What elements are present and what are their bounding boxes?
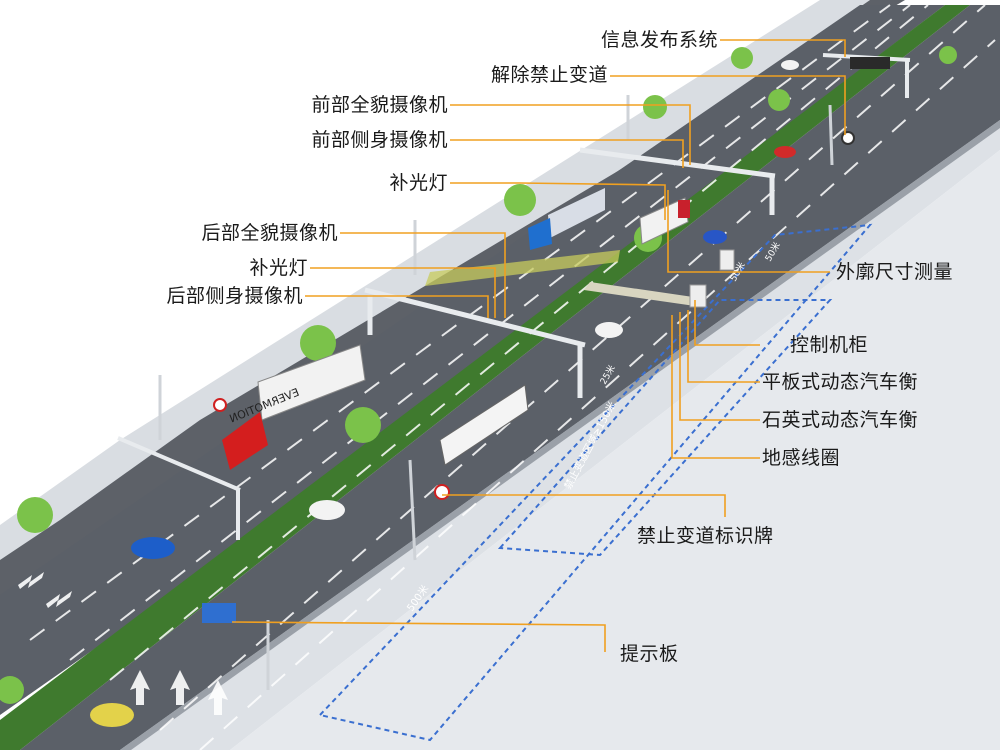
label-front-side-camera: 前部侧身摄像机 xyxy=(311,129,448,151)
trees xyxy=(0,46,957,704)
label-front-full-camera: 前部全貌摄像机 xyxy=(311,94,448,116)
car-yellow xyxy=(90,703,134,727)
sign-no-lane-change xyxy=(434,484,450,500)
info-display xyxy=(850,57,890,69)
scale-plates xyxy=(425,250,620,286)
red-truck xyxy=(222,344,366,470)
cabinet-2 xyxy=(719,249,735,271)
sign-speed xyxy=(213,398,227,412)
right-curb xyxy=(120,120,1000,750)
label-info-release: 信息发布系统 xyxy=(600,29,718,51)
label-lift-restriction: 解除禁止变道 xyxy=(490,64,608,86)
light-poles xyxy=(158,95,834,690)
lane-markings xyxy=(29,4,996,750)
label-rear-side-camera: 后部侧身摄像机 xyxy=(166,285,303,307)
label-fill-light-rear: 补光灯 xyxy=(249,257,308,279)
label-no-lane-change-sign: 禁止变道标识牌 xyxy=(637,525,774,547)
car-white-2 xyxy=(595,322,623,338)
notice-board-sign xyxy=(202,603,236,623)
label-outline-measure: 外廓尺寸测量 xyxy=(836,261,954,283)
car-blue-right xyxy=(703,230,727,244)
label-ground-loop: 地感线圈 xyxy=(762,447,841,469)
car-red xyxy=(774,146,796,158)
monitoring-zone xyxy=(318,223,873,742)
median-strip xyxy=(0,5,970,750)
label-rear-full-camera: 后部全貌摄像机 xyxy=(201,222,338,244)
white-truck xyxy=(639,197,690,245)
label-notice-board: 提示板 xyxy=(620,643,679,665)
road-arrows xyxy=(18,572,228,715)
car-white-1 xyxy=(309,500,345,520)
car-white-far xyxy=(781,60,799,70)
gantry-rear xyxy=(364,287,586,398)
road-right xyxy=(20,5,1000,750)
label-quartz-scale: 石英式动态汽车衡 xyxy=(762,409,919,431)
no-lane-change-zone xyxy=(497,299,833,557)
label-fill-light-front: 补光灯 xyxy=(389,172,448,194)
gantry-front xyxy=(579,147,776,215)
label-control-cabinet: 控制机柜 xyxy=(790,334,869,356)
cabinet-1 xyxy=(689,284,707,308)
blue-truck xyxy=(528,188,605,250)
scale-plates-right xyxy=(584,282,700,306)
bus xyxy=(439,384,529,466)
ground-right xyxy=(230,150,1000,750)
label-flat-plate-scale: 平板式动态汽车衡 xyxy=(762,371,919,393)
leader-lines xyxy=(231,39,846,652)
gantry-entrance xyxy=(117,436,241,540)
car-blue-left xyxy=(131,537,175,559)
sign-lift-restriction xyxy=(841,131,855,145)
